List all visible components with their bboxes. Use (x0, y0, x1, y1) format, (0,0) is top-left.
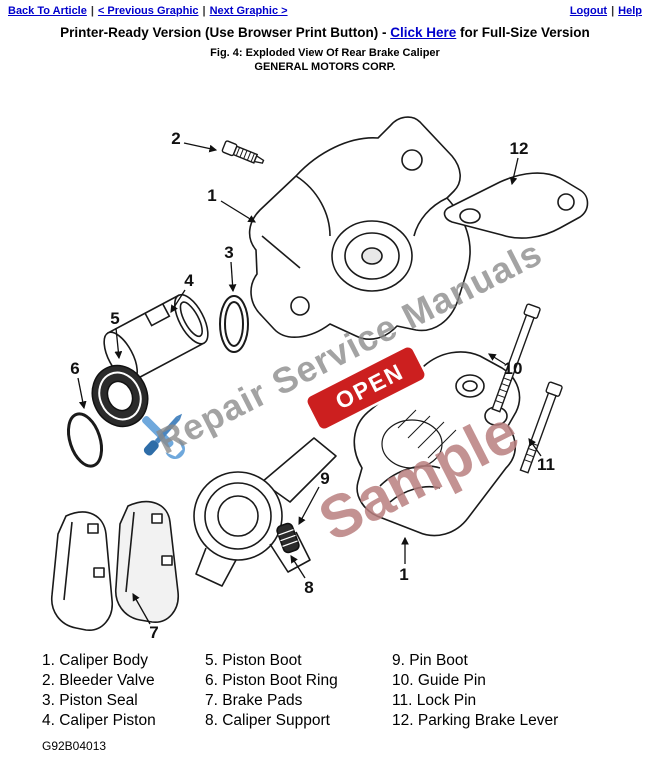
callout-10: 10 (504, 359, 523, 378)
legend-item: 7. Brake Pads (205, 692, 303, 709)
brake-caliper-exploded-diagram: Repair Service Manuals Sample OPEN (51, 116, 589, 642)
legend-column-2: 5. Piston Boot 6. Piston Boot Ring 7. Br… (205, 651, 392, 731)
callout-leaders (77, 142, 542, 625)
logout-link[interactable]: Logout (569, 5, 608, 17)
callout-11: 11 (537, 455, 555, 474)
callout-numbers: 2 1 12 3 4 5 6 7 9 8 1 10 11 (70, 129, 555, 642)
help-link[interactable]: Help (618, 5, 642, 17)
pin-boot-drawing (276, 522, 300, 554)
parts-legend: 1. Caliper Body 2. Bleeder Valve 3. Pist… (42, 651, 558, 731)
nav-separator: | (202, 5, 206, 17)
manufacturer-name: GENERAL MOTORS CORP. (254, 61, 396, 73)
brake-pads-drawing (51, 500, 179, 631)
callout-5: 5 (110, 309, 119, 328)
nav-separator: | (90, 5, 94, 17)
legend-item: 1. Caliper Body (42, 652, 148, 669)
printer-ready-line: Printer-Ready Version (Use Browser Print… (0, 25, 650, 40)
callout-1-top: 1 (207, 186, 216, 205)
legend-item: 4. Caliper Piston (42, 712, 156, 729)
legend-item: 2. Bleeder Valve (42, 672, 155, 689)
callout-7: 7 (149, 623, 158, 642)
printer-ready-prefix: Printer-Ready Version (Use Browser Print… (60, 25, 391, 40)
figure-id: G92B04013 (42, 739, 107, 753)
callout-8: 8 (304, 578, 313, 597)
callout-9: 9 (320, 469, 329, 488)
piston-boot-ring-drawing (66, 412, 104, 468)
legend-item: 6. Piston Boot Ring (205, 672, 338, 689)
nav-separator: | (611, 5, 615, 17)
back-to-article-link[interactable]: Back To Article (8, 5, 87, 17)
nav-right: Logout|Help (570, 5, 642, 17)
legend-item: 12. Parking Brake Lever (392, 712, 559, 729)
previous-graphic-link[interactable]: < Previous Graphic (97, 5, 199, 17)
bleeder-valve-drawing (221, 140, 265, 164)
figure-caption: Fig. 4: Exploded View Of Rear Brake Cali… (210, 47, 440, 59)
callout-4: 4 (184, 271, 194, 290)
callout-6: 6 (70, 359, 79, 378)
legend-item: 10. Guide Pin (392, 672, 486, 689)
callout-12: 12 (510, 139, 529, 158)
legend-item: 3. Piston Seal (42, 692, 138, 709)
next-graphic-link[interactable]: Next Graphic > (209, 5, 288, 17)
legend-item: 9. Pin Boot (392, 652, 468, 669)
piston-boot-drawing (91, 364, 149, 428)
top-navigation: Back To Article|< Previous Graphic|Next … (8, 5, 642, 17)
legend-item: 11. Lock Pin (392, 692, 477, 709)
callout-2: 2 (171, 129, 180, 148)
nav-left: Back To Article|< Previous Graphic|Next … (8, 5, 288, 17)
legend-item: 8. Caliper Support (205, 712, 330, 729)
tools-icon (142, 413, 185, 459)
legend-item: 5. Piston Boot (205, 652, 302, 669)
click-here-link[interactable]: Click Here (390, 25, 457, 40)
parking-brake-lever-drawing (443, 172, 589, 239)
caliper-center-drawing (193, 437, 337, 587)
callout-1-bottom: 1 (399, 565, 408, 584)
callout-3: 3 (224, 243, 233, 262)
piston-seal-drawing (219, 295, 249, 353)
caliper-body-drawing (248, 116, 471, 340)
legend-column-1: 1. Caliper Body 2. Bleeder Valve 3. Pist… (42, 651, 205, 731)
legend-column-3: 9. Pin Boot 10. Guide Pin 11. Lock Pin 1… (392, 651, 558, 731)
guide-pin-drawing (491, 303, 541, 413)
printer-ready-suffix: for Full-Size Version (456, 25, 590, 40)
